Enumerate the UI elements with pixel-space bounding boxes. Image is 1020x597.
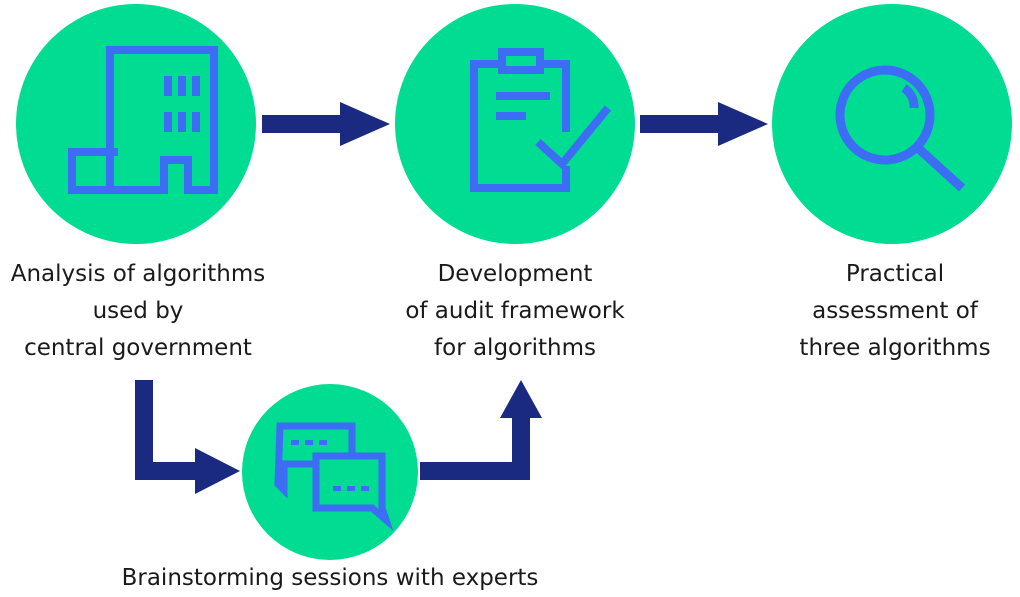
- arrow-step1-to-step2: [262, 102, 390, 146]
- arrow-step4-to-step2: [420, 380, 542, 480]
- step-1-label: Analysis of algorithms used by central g…: [0, 256, 276, 367]
- building-icon: [68, 46, 218, 194]
- clipboard-check-icon: [470, 48, 612, 192]
- step-3-label-line-3: three algorithms: [799, 335, 991, 361]
- chat-bubbles-icon: [274, 422, 394, 531]
- arrow-step2-to-step3: [640, 102, 768, 146]
- step-3-label-line-2: assessment of: [812, 298, 978, 324]
- step-2-label-line-2: of audit framework: [405, 298, 625, 324]
- step-2-label-line-1: Development: [437, 261, 593, 287]
- step-2-circle: [395, 4, 635, 244]
- step-3-label-line-1: Practical: [845, 261, 945, 287]
- step-1-circle: [16, 4, 256, 244]
- step-1-label-line-2: used by: [92, 298, 184, 324]
- step-1-label-line-3: central government: [24, 335, 252, 361]
- step-2-label: Development of audit framework for algor…: [395, 256, 635, 367]
- magnifier-icon: [835, 65, 966, 192]
- step-2-label-line-3: for algorithms: [434, 335, 596, 361]
- arrow-step1-to-step4: [135, 380, 240, 494]
- step-1-label-line-1: Analysis of algorithms: [10, 261, 266, 287]
- step-3-circle: [772, 4, 1012, 244]
- step-4-label-line-1: Brainstorming sessions with experts: [121, 565, 539, 591]
- step-4-label: Brainstorming sessions with experts: [110, 560, 550, 597]
- step-3-label: Practical assessment of three algorithms: [780, 256, 1010, 367]
